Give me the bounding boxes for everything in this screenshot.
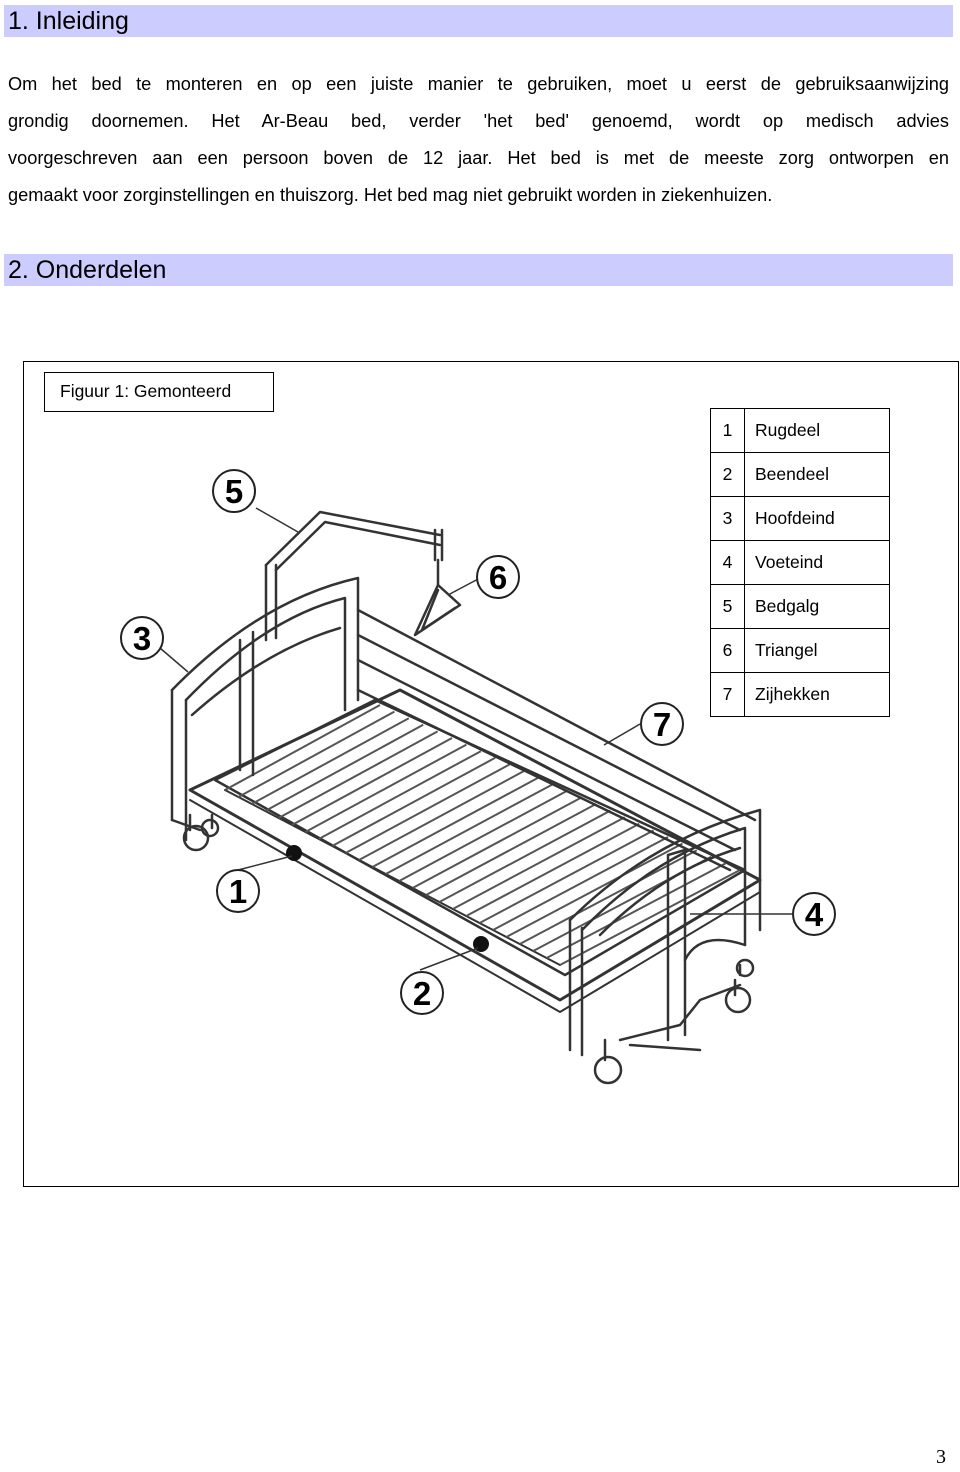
slat bbox=[304, 743, 467, 833]
callout-number: 7 bbox=[653, 706, 671, 743]
slat bbox=[291, 737, 453, 826]
callout-arrow-5 bbox=[255, 507, 299, 533]
callout-number: 6 bbox=[489, 559, 507, 596]
slat bbox=[452, 816, 626, 910]
slat bbox=[438, 809, 611, 903]
slat bbox=[385, 783, 554, 875]
legend-number: 6 bbox=[710, 628, 745, 673]
callout-arrow-2 bbox=[419, 947, 479, 971]
legend-number: 1 bbox=[710, 408, 745, 453]
callout-1: 1 bbox=[216, 869, 260, 913]
slat bbox=[371, 776, 539, 868]
slat bbox=[264, 723, 424, 812]
slat bbox=[318, 750, 482, 840]
legend-number: 4 bbox=[710, 540, 745, 585]
slat bbox=[519, 849, 698, 945]
legend-name: Zijhekken bbox=[744, 672, 890, 717]
slat bbox=[465, 822, 640, 917]
callout-6: 6 bbox=[476, 555, 520, 599]
casters bbox=[182, 813, 755, 1085]
slat bbox=[412, 796, 583, 889]
slat bbox=[559, 869, 741, 966]
callout-number: 5 bbox=[225, 473, 243, 510]
callout-arrow-7 bbox=[603, 723, 641, 746]
figure-caption: Figuur 1: Gemonteerd bbox=[44, 372, 274, 412]
callout-number: 4 bbox=[805, 896, 824, 933]
callout-7: 7 bbox=[640, 702, 684, 746]
legend-number: 7 bbox=[710, 672, 745, 717]
figure-frame bbox=[23, 361, 959, 1187]
slat bbox=[251, 717, 410, 805]
callout-4: 4 bbox=[792, 892, 836, 936]
side-rails bbox=[356, 608, 757, 872]
footboard bbox=[568, 808, 762, 1057]
slat bbox=[278, 730, 439, 819]
headboard bbox=[170, 576, 360, 842]
section-heading-inleiding: 1. Inleiding bbox=[4, 5, 953, 37]
triangle-handle bbox=[413, 558, 462, 637]
legend-number: 3 bbox=[710, 496, 745, 541]
slat bbox=[398, 789, 568, 882]
slat bbox=[358, 770, 525, 861]
slat bbox=[345, 763, 511, 854]
callout-number: 2 bbox=[413, 975, 431, 1012]
callout-arrow-3 bbox=[159, 647, 189, 673]
section-title: 1. Inleiding bbox=[8, 7, 129, 35]
slat bbox=[425, 803, 597, 896]
legend-name: Voeteind bbox=[744, 540, 890, 585]
slat bbox=[505, 842, 683, 938]
callout-5: 5 bbox=[212, 469, 256, 513]
slat bbox=[237, 710, 395, 798]
intro-paragraph: Om het bed te monteren en op een juiste … bbox=[8, 66, 949, 214]
intro-line: voorgeschreven aan een persoon boven de … bbox=[8, 148, 949, 168]
slat bbox=[479, 829, 655, 924]
intro-line: Om het bed te monteren en op een juiste … bbox=[8, 74, 949, 94]
slat bbox=[492, 836, 669, 931]
section-heading-onderdelen: 2. Onderdelen bbox=[4, 254, 953, 286]
intro-line: grondig doornemen. Het Ar-Beau bed, verd… bbox=[8, 111, 949, 131]
legend-name: Rugdeel bbox=[744, 408, 890, 453]
slat bbox=[224, 704, 381, 791]
slat bbox=[546, 862, 727, 959]
callout-arrow-1 bbox=[237, 855, 293, 871]
bed-pole bbox=[264, 510, 444, 642]
legend-name: Triangel bbox=[744, 628, 890, 673]
callout-number: 1 bbox=[229, 873, 247, 910]
marker-dot bbox=[286, 845, 302, 861]
callout-2: 2 bbox=[400, 971, 444, 1015]
section-title: 2. Onderdelen bbox=[8, 256, 167, 284]
legend-number: 5 bbox=[710, 584, 745, 629]
callout-number: 3 bbox=[133, 620, 151, 657]
intro-line: gemaakt voor zorginstellingen en thuiszo… bbox=[8, 185, 773, 205]
page-number: 3 bbox=[936, 1446, 946, 1468]
legend-name: Hoofdeind bbox=[744, 496, 890, 541]
legend-name: Bedgalg bbox=[744, 584, 890, 629]
slat bbox=[331, 756, 496, 847]
callout-3: 3 bbox=[120, 616, 164, 660]
callout-arrow-6 bbox=[447, 577, 481, 596]
legend-number: 2 bbox=[710, 452, 745, 497]
legend-name: Beendeel bbox=[744, 452, 890, 497]
